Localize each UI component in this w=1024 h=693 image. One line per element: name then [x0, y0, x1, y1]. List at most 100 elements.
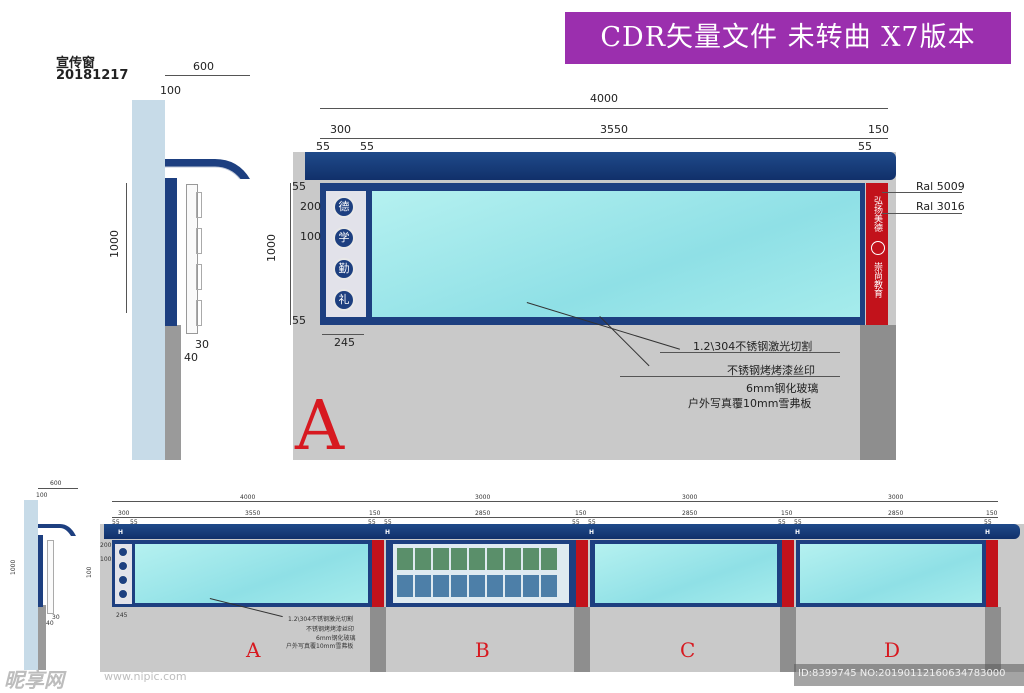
h-mark: H	[589, 529, 595, 536]
char-circle: 学	[333, 227, 355, 249]
h-mark: H	[385, 529, 391, 536]
watermark-site: www.nipic.com	[104, 670, 187, 683]
dim-150: 150	[575, 510, 587, 517]
roof-beam	[305, 152, 896, 180]
dim-30: 30	[195, 338, 209, 351]
side-bracket	[196, 228, 202, 254]
dim-1000: 1000	[265, 234, 278, 262]
dim-40: 40	[46, 620, 54, 627]
glass-panel-d	[800, 544, 982, 603]
pillar-base	[780, 607, 796, 672]
dim-300: 300	[118, 510, 130, 517]
pillar-right	[860, 325, 896, 460]
emblem-icon	[871, 241, 885, 255]
watermark-id: ID:8399745 NO:20190112160634783000	[798, 668, 1006, 679]
dim-55: 55	[130, 519, 138, 526]
dim-55: 55	[384, 519, 392, 526]
dim-55-bottom: 55	[292, 314, 306, 327]
pillar-base	[985, 607, 1001, 672]
watermark-bar	[794, 664, 1024, 686]
dim-40: 40	[184, 351, 198, 364]
dim-300: 300	[330, 123, 351, 136]
dim-inner-c: 2850	[682, 510, 698, 517]
dim-55: 55	[572, 519, 580, 526]
char-circle	[118, 561, 128, 571]
dim-seg-d: 3000	[888, 494, 904, 501]
dim-line	[126, 183, 127, 313]
dim-100: 100	[100, 556, 112, 563]
note-4: 户外写真覆10mm雪弗板	[286, 643, 354, 650]
red-post	[576, 540, 588, 607]
h-mark: H	[795, 529, 801, 536]
side-post-base	[38, 605, 46, 670]
dim-line	[322, 334, 364, 335]
dim-200: 200	[100, 542, 112, 549]
dim-100: 100	[36, 492, 48, 499]
dim-100: 100	[160, 84, 181, 97]
photo-grid	[397, 548, 557, 597]
dim-seg-c: 3000	[682, 494, 698, 501]
leader-line	[660, 352, 840, 353]
glass-panel-c	[595, 544, 777, 603]
dim-55: 55	[368, 519, 376, 526]
red-post	[782, 540, 794, 607]
dim-245: 245	[116, 612, 128, 619]
dim-seg-a: 4000	[240, 494, 256, 501]
dim-inner-b: 2850	[475, 510, 491, 517]
ral-5009: Ral 5009	[916, 180, 965, 193]
drawing-title: 宣传窗	[56, 56, 96, 71]
dim-55: 55	[984, 519, 992, 526]
dim-600: 600	[50, 480, 62, 487]
dim-line	[112, 517, 998, 518]
side-bracket	[196, 264, 202, 290]
dim-inner-a: 3550	[245, 510, 261, 517]
dim-1000: 1000	[108, 230, 121, 258]
dim-line	[320, 138, 888, 139]
dim-1000: 100	[86, 566, 93, 578]
label-b: B	[475, 638, 490, 662]
side-wall	[24, 500, 38, 670]
dim-55: 55	[588, 519, 596, 526]
pillar-base	[370, 607, 386, 672]
dim-55: 55	[360, 140, 374, 153]
ral-3016: Ral 3016	[916, 200, 965, 213]
note-3: 6mm钢化玻璃	[316, 635, 356, 642]
dim-55: 55	[316, 140, 330, 153]
pillar-base	[574, 607, 590, 672]
roof-beam	[104, 524, 1020, 539]
note-2: 不锈钢烤烤漆丝印	[306, 626, 355, 633]
side-bracket	[196, 300, 202, 326]
photo-panel-b	[393, 544, 569, 603]
dim-line	[165, 75, 250, 76]
red-text-top: 弘扬美德	[872, 196, 882, 232]
dim-line	[290, 183, 291, 325]
side-canopy	[38, 524, 76, 536]
red-post	[372, 540, 384, 607]
dim-3550: 3550	[600, 123, 628, 136]
dim-55: 55	[778, 519, 786, 526]
watermark-logo: 昵享网	[4, 668, 64, 692]
side-post	[165, 178, 177, 326]
side-post-base	[165, 325, 181, 460]
red-text-bottom: 崇尚教育	[872, 262, 882, 298]
note-4: 户外写真覆10mm雪弗板	[688, 397, 812, 410]
side-canopy	[165, 159, 250, 180]
label-a: A	[295, 387, 345, 466]
side-wall	[132, 100, 165, 460]
dim-150: 150	[986, 510, 998, 517]
glass-panel-a	[135, 544, 368, 603]
note-1: 1.2\304不锈钢激光切割	[288, 616, 354, 623]
drawing-date: 20181217	[56, 68, 129, 83]
side-bracket	[196, 192, 202, 218]
dim-150: 150	[868, 123, 889, 136]
dim-1000: 1000	[10, 559, 17, 575]
dim-245: 245	[334, 336, 355, 349]
dim-line	[38, 488, 78, 489]
dim-55-top: 55	[292, 180, 306, 193]
dim-4000: 4000	[590, 92, 618, 105]
dim-55: 55	[858, 140, 872, 153]
char-circle: 礼	[333, 289, 355, 311]
dim-seg-b: 3000	[475, 494, 491, 501]
char-circle: 德	[333, 196, 355, 218]
char-circle: 勤	[333, 258, 355, 280]
